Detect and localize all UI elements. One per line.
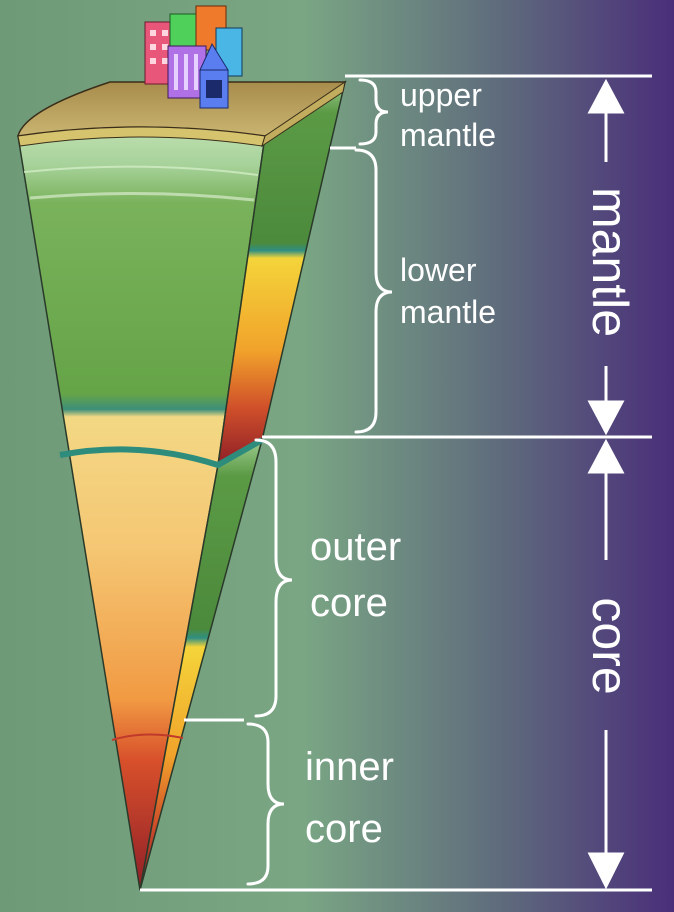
inner-core-brace	[246, 722, 285, 886]
outer-core-label-line2: core	[310, 581, 388, 625]
upper-mantle-band	[23, 165, 259, 176]
mantle-arrow-down-icon	[587, 400, 625, 436]
inner-core-label-line1: inner	[305, 745, 394, 789]
outer-core-label-line1: outer	[310, 525, 401, 569]
lower-mantle-label-line1: lower	[400, 252, 477, 288]
buildings-icon	[144, 5, 243, 109]
outer-core-brace	[254, 438, 293, 718]
core-arrow-down-icon	[587, 852, 625, 890]
transition-zone-band	[29, 191, 255, 202]
crust-side-edge	[261, 80, 346, 148]
upper-mantle-label-line2: mantle	[400, 117, 496, 153]
mantle-vertical-label: mantle	[582, 187, 638, 337]
core-mantle-boundary	[59, 437, 264, 469]
upper-mantle-label-line1: upper	[400, 77, 482, 113]
inner-core-label-line2: core	[305, 807, 383, 851]
lower-mantle-label-line2: mantle	[400, 294, 496, 330]
upper-mantle-brace	[358, 78, 389, 146]
inner-core-boundary	[111, 733, 184, 741]
core-vertical-label: core	[582, 597, 638, 694]
lower-mantle-brace	[354, 148, 393, 434]
